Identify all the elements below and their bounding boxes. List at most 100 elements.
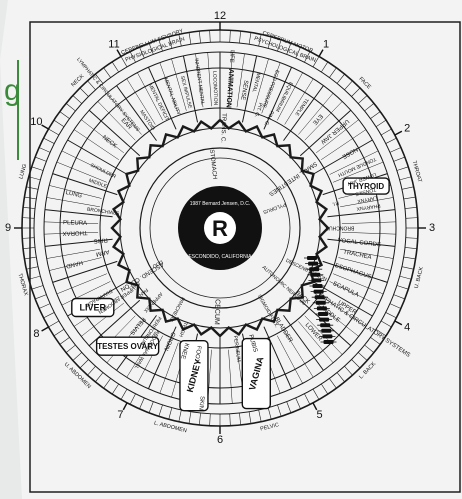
outer-tick xyxy=(23,207,36,209)
outer-tick xyxy=(389,303,402,309)
outer-tick xyxy=(304,51,311,63)
outer-tick xyxy=(385,312,397,319)
zone-divider xyxy=(313,139,373,175)
green-margin-glyph: g xyxy=(4,74,21,107)
outer-tick xyxy=(385,137,397,144)
zone-label: ANIMATION xyxy=(225,69,235,109)
outer-tick xyxy=(321,383,329,395)
organ-box-testes-ovary: TESTES OVARY xyxy=(95,336,160,356)
outer-tick xyxy=(79,87,89,97)
outer-tick xyxy=(375,329,387,337)
zone-label: SKIN xyxy=(197,396,204,411)
outer-tick xyxy=(380,320,392,328)
zone-divider xyxy=(67,139,127,175)
organ-box-frame xyxy=(241,337,271,410)
outer-tick xyxy=(312,388,320,400)
zone-divider xyxy=(195,53,204,108)
outer-tick xyxy=(59,337,70,345)
zone-divider xyxy=(315,119,359,154)
outer-tick xyxy=(35,156,47,162)
zone-divider xyxy=(261,62,281,114)
clock-number: 3 xyxy=(429,222,435,234)
outer-tick xyxy=(389,147,402,153)
outer-tick xyxy=(95,372,104,383)
zone-label: LARYNX xyxy=(356,194,377,204)
zone-divider xyxy=(277,72,303,121)
outer-tick xyxy=(403,196,416,200)
outer-tick xyxy=(258,34,262,47)
zone-label: PLEURA xyxy=(63,220,87,227)
organ-box-frame xyxy=(71,297,115,318)
chart-border xyxy=(29,21,461,493)
zone-label: STOMACH xyxy=(208,149,217,179)
zone-divider xyxy=(147,326,177,389)
organ-box-liver: LIVER xyxy=(71,297,115,318)
zone-divider xyxy=(159,62,179,114)
outer-tick xyxy=(370,337,381,345)
zone-divider xyxy=(298,321,334,363)
clock-number: 4 xyxy=(404,321,410,333)
zone-divider xyxy=(52,260,118,283)
organ-box-vagina: VAGINA xyxy=(241,337,271,410)
zone-label: P.I. xyxy=(331,199,339,206)
clock-tick xyxy=(312,402,318,411)
zone-label: PAN xyxy=(137,287,149,298)
zone-label: MENTAL xyxy=(251,72,262,93)
outer-tick xyxy=(267,36,272,49)
outer-tick xyxy=(277,404,282,417)
zone-divider xyxy=(341,232,396,235)
clock-number: 6 xyxy=(217,434,223,446)
outer-tick xyxy=(229,30,231,43)
outer-tick xyxy=(267,407,272,420)
outer-tick xyxy=(188,32,192,45)
zone-divider xyxy=(284,331,314,378)
outer-tick xyxy=(158,404,163,417)
outer-tick xyxy=(380,128,392,136)
outer-tick xyxy=(103,378,111,389)
zone-divider xyxy=(81,119,125,154)
outer-tick xyxy=(209,30,211,43)
zone-divider xyxy=(73,129,119,160)
outer-tick xyxy=(329,378,337,389)
clock-number: 1 xyxy=(323,38,329,50)
zone-label: PHARYNX xyxy=(356,202,381,211)
outer-tick xyxy=(248,32,252,45)
outer-tick xyxy=(178,409,182,422)
zone-divider xyxy=(284,78,314,125)
outer-tick xyxy=(35,294,47,300)
zone-label: LUNG xyxy=(65,190,83,200)
zone-divider xyxy=(340,197,394,208)
outer-tick xyxy=(43,137,55,144)
zone-divider xyxy=(333,161,384,183)
clock-tick xyxy=(318,49,324,57)
zone-label: ARM xyxy=(95,248,109,257)
outer-tick xyxy=(28,275,41,280)
zone-divider xyxy=(49,257,102,271)
outer-tick xyxy=(199,31,201,44)
outer-tick xyxy=(286,43,292,55)
outer-tick xyxy=(321,61,329,73)
zone-divider xyxy=(263,67,293,130)
outer-tick xyxy=(401,266,414,270)
clock-number: 2 xyxy=(404,122,410,134)
outer-tick xyxy=(139,46,145,59)
outer-tick xyxy=(148,43,154,55)
outer-tick xyxy=(120,56,128,68)
outer-tick xyxy=(178,34,182,47)
zone-label: PUBIS xyxy=(247,334,258,353)
clock-tick xyxy=(394,320,403,326)
outer-tick xyxy=(405,237,418,239)
zone-divider xyxy=(46,197,100,208)
zone-divider xyxy=(126,78,156,125)
organ-box-frame xyxy=(179,340,209,412)
outer-tick xyxy=(72,352,82,361)
outer-tick xyxy=(209,413,211,426)
zone-divider xyxy=(207,52,212,107)
outer-tick xyxy=(59,111,70,119)
outer-tick xyxy=(23,247,36,249)
outer-tick xyxy=(87,80,96,90)
zone-label: HAND xyxy=(65,259,84,269)
zone-divider xyxy=(106,93,142,135)
pupil-badge xyxy=(204,212,236,244)
